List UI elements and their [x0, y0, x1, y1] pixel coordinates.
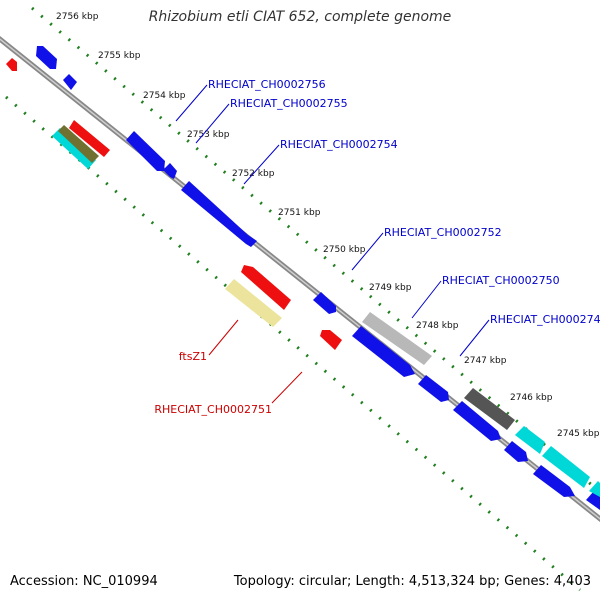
leader-line	[411, 280, 442, 319]
rna-feature[interactable]	[589, 481, 600, 497]
gene-arrow-forward[interactable]	[504, 441, 528, 462]
gene-label[interactable]: RHECIAT_CH0002749	[490, 313, 600, 326]
gene-arrow-reverse[interactable]	[6, 58, 17, 71]
pseudo-gene-bar[interactable]	[362, 312, 432, 365]
kbp-label: 2754 kbp	[143, 91, 186, 101]
kbp-label: 2755 kbp	[98, 51, 141, 61]
kbp-label: 2748 kbp	[416, 321, 459, 331]
inner-tick-line	[5, 95, 581, 592]
gene-arrow-forward[interactable]	[418, 375, 449, 402]
leader-line	[459, 319, 490, 357]
gene-label[interactable]: RHECIAT_CH0002752	[384, 226, 502, 239]
kbp-label: 2750 kbp	[323, 245, 366, 255]
gene-arrow-forward[interactable]	[313, 292, 336, 314]
accession-text: Accession: NC_010994	[10, 574, 158, 589]
gene-arrow-forward[interactable]	[586, 491, 600, 510]
gene-arrow-forward[interactable]	[181, 181, 257, 247]
rna-feature[interactable]	[542, 446, 590, 488]
leader-line	[243, 144, 280, 185]
leader-line	[195, 103, 230, 144]
leader-line	[351, 232, 384, 271]
gene-arrow-forward[interactable]	[352, 326, 415, 377]
gene-label[interactable]: ftsZ1	[179, 350, 207, 363]
outer-tick-line	[31, 6, 600, 494]
gene-arrow-forward[interactable]	[453, 401, 501, 441]
kbp-label: 2751 kbp	[278, 208, 321, 218]
gene-arrow-reverse[interactable]	[69, 120, 110, 157]
map-title: Rhizobium etli CIAT 652, complete genome	[148, 9, 452, 25]
leader-line	[271, 371, 303, 404]
backbone-highlight	[0, 38, 600, 520]
gene-feature-olive[interactable]	[58, 125, 99, 163]
kbp-label: 2756 kbp	[56, 12, 99, 22]
gene-label[interactable]: RHECIAT_CH0002755	[230, 97, 348, 110]
pseudo-gene-bar-dark[interactable]	[464, 388, 515, 430]
gene-arrow-forward[interactable]	[63, 74, 77, 90]
gene-arrow-forward[interactable]	[163, 163, 177, 179]
leader-line	[175, 84, 208, 122]
rna-feature[interactable]	[515, 426, 545, 454]
kbp-label: 2746 kbp	[510, 393, 553, 403]
kbp-label: 2753 kbp	[187, 130, 230, 140]
gene-arrow-forward[interactable]	[533, 465, 575, 497]
topology-text: Topology: circular; Length: 4,513,324 bp…	[233, 574, 591, 589]
kbp-label: 2747 kbp	[464, 356, 507, 366]
kbp-label: 2745 kbp	[557, 429, 600, 439]
gene-arrow-reverse[interactable]	[320, 330, 342, 350]
kbp-label: 2749 kbp	[369, 283, 412, 293]
gene-label[interactable]: RHECIAT_CH0002756	[208, 78, 326, 91]
gene-arrow-forward[interactable]	[36, 46, 57, 69]
pseudo-gene-bar-yellow[interactable]	[225, 279, 282, 327]
rna-feature[interactable]	[52, 128, 96, 169]
gene-label[interactable]: RHECIAT_CH0002754	[280, 138, 398, 151]
gene-arrow-reverse[interactable]	[241, 265, 291, 310]
gene-arrow-forward[interactable]	[126, 131, 165, 171]
leader-line	[208, 319, 239, 356]
gene-label[interactable]: RHECIAT_CH0002750	[442, 274, 560, 287]
gene-label[interactable]: RHECIAT_CH0002751	[154, 403, 272, 416]
